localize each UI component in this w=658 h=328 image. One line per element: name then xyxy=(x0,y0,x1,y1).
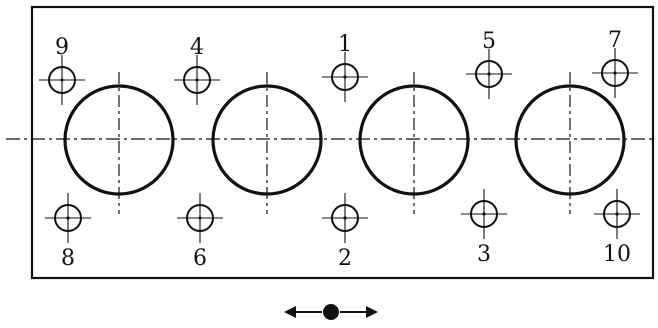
bolt-center-dot xyxy=(60,78,64,82)
cylinder-head-outline xyxy=(30,5,655,280)
bolt-center-dot xyxy=(343,75,347,79)
bolt-sequence-number: 2 xyxy=(338,246,352,271)
bolt-sequence-number: 3 xyxy=(477,242,491,267)
bolt-center-dot xyxy=(198,216,202,220)
bolt-hole: 3 xyxy=(461,189,507,267)
bolt-hole: 8 xyxy=(45,193,91,271)
bolt-hole: 2 xyxy=(322,193,368,271)
bolt-sequence-number: 6 xyxy=(193,246,207,271)
cylinder-bore xyxy=(211,72,323,214)
direction-indicator xyxy=(284,304,378,320)
bolts-layer: 9 4 1 5 7 8 6 2 3 10 xyxy=(39,28,640,271)
bolt-sequence-number: 5 xyxy=(482,29,496,54)
center-dot-icon xyxy=(323,304,339,320)
cylinder-bore xyxy=(514,72,626,214)
right-arrow-icon xyxy=(366,306,378,318)
cylinder-bore xyxy=(358,72,470,214)
bolt-hole: 5 xyxy=(466,29,512,99)
bolt-center-dot xyxy=(343,216,347,220)
bolt-center-dot xyxy=(615,212,619,216)
bolt-sequence-number: 1 xyxy=(338,32,352,57)
cylinders-layer xyxy=(63,72,626,214)
bolt-hole: 1 xyxy=(322,32,368,102)
left-arrow-icon xyxy=(284,306,296,318)
bolt-sequence-number: 7 xyxy=(608,28,622,53)
bolt-sequence-number: 9 xyxy=(55,35,69,60)
bolt-hole: 10 xyxy=(594,189,640,267)
bolt-hole: 6 xyxy=(177,193,223,271)
bolt-hole: 7 xyxy=(592,28,638,98)
bolt-center-dot xyxy=(613,71,617,75)
bolt-center-dot xyxy=(487,72,491,76)
bolt-sequence-number: 4 xyxy=(190,35,204,60)
cylinder-bore xyxy=(63,72,175,214)
bolt-hole: 4 xyxy=(174,35,220,105)
bolt-sequence-number: 10 xyxy=(603,242,631,267)
bolt-sequence-number: 8 xyxy=(61,246,75,271)
bolt-hole: 9 xyxy=(39,35,85,105)
bolt-center-dot xyxy=(195,78,199,82)
bolt-center-dot xyxy=(482,212,486,216)
bolt-center-dot xyxy=(66,216,70,220)
